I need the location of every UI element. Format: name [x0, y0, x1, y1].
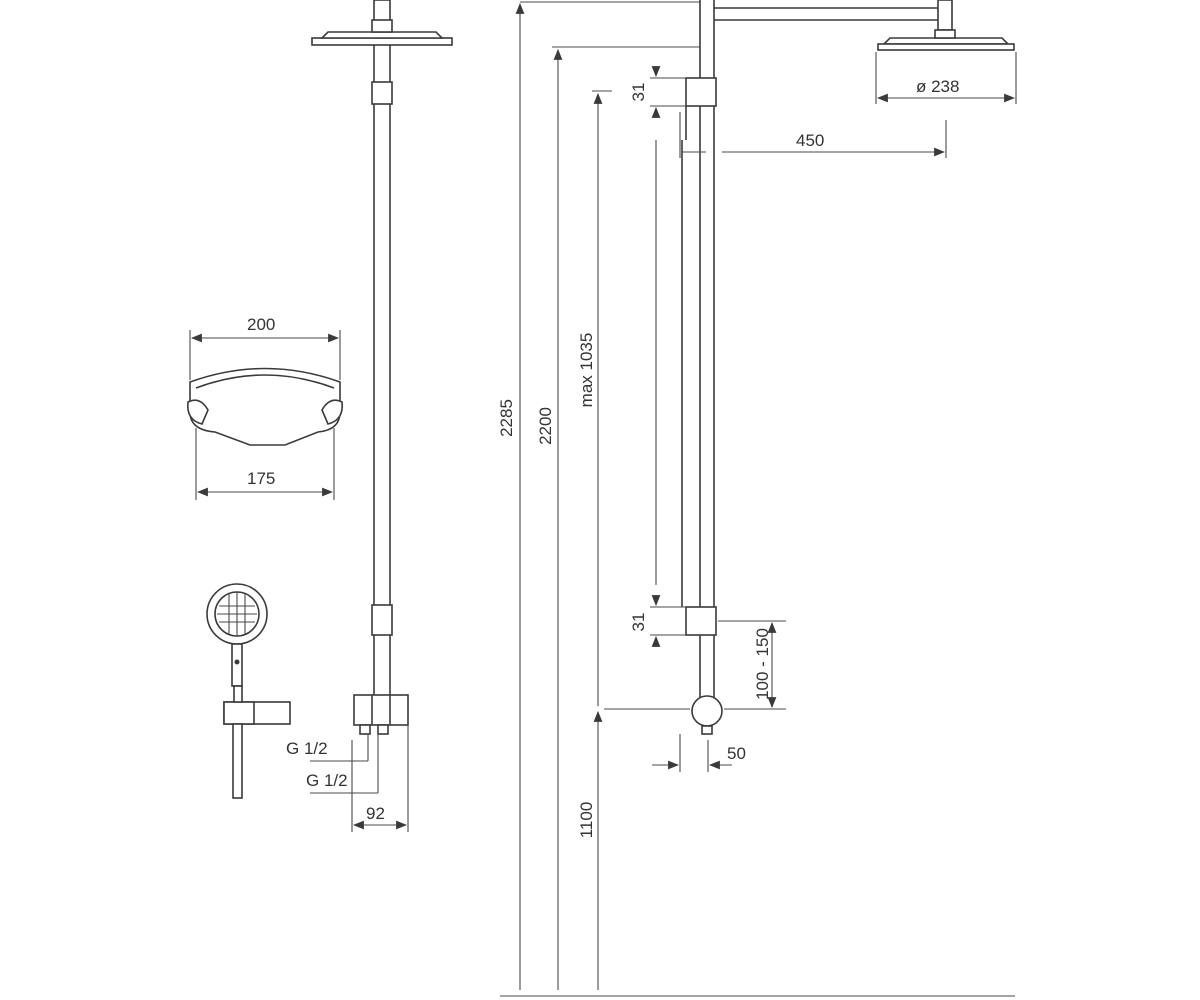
head-height-label: 2200 — [536, 407, 555, 445]
side-view: G 1/2 G 1/2 92 — [286, 0, 453, 832]
outlet-spacing-label: 100 - 150 — [753, 628, 772, 700]
mixer-left-handle — [186, 399, 209, 425]
rain-head-side — [311, 0, 453, 46]
upper-bracket-side — [371, 81, 393, 105]
mixer-right-handle — [321, 399, 344, 425]
lower-bracket-side — [371, 604, 393, 636]
outlet-depth-label: 50 — [727, 744, 746, 763]
mixer-height-label: 1100 — [577, 802, 596, 839]
head-diameter-label: ø 238 — [916, 77, 959, 96]
front-view: ø 238 450 31 31 100 - 150 — [604, 0, 1017, 772]
inlet-lower-label: G 1/2 — [306, 771, 348, 790]
upper-bracket-label: 31 — [629, 83, 648, 102]
hand-shower-hose — [232, 723, 243, 799]
side-depth-label: 92 — [366, 804, 385, 823]
rain-head-front: ø 238 — [875, 29, 1017, 104]
wall-outlet — [691, 695, 723, 727]
hand-shower — [206, 583, 291, 799]
height-dimensions: 2285 2200 max 1035 1100 — [497, 1, 1015, 997]
overhead-width-label: 450 — [796, 131, 824, 150]
total-height-label: 2285 — [497, 399, 516, 437]
upper-bracket-front — [685, 77, 717, 107]
mixer-width-top-label: 200 — [247, 315, 275, 334]
mixer-width-bottom-label: 175 — [247, 469, 275, 488]
lower-bracket-label: 31 — [629, 613, 648, 632]
inlet-upper-label: G 1/2 — [286, 739, 328, 758]
mixer-front-body — [189, 367, 341, 446]
lower-bracket-front — [685, 606, 717, 636]
rail-max-label: max 1035 — [577, 333, 596, 408]
mixer-body-side — [353, 694, 409, 735]
mixer-front-view: 200 175 — [186, 315, 344, 500]
